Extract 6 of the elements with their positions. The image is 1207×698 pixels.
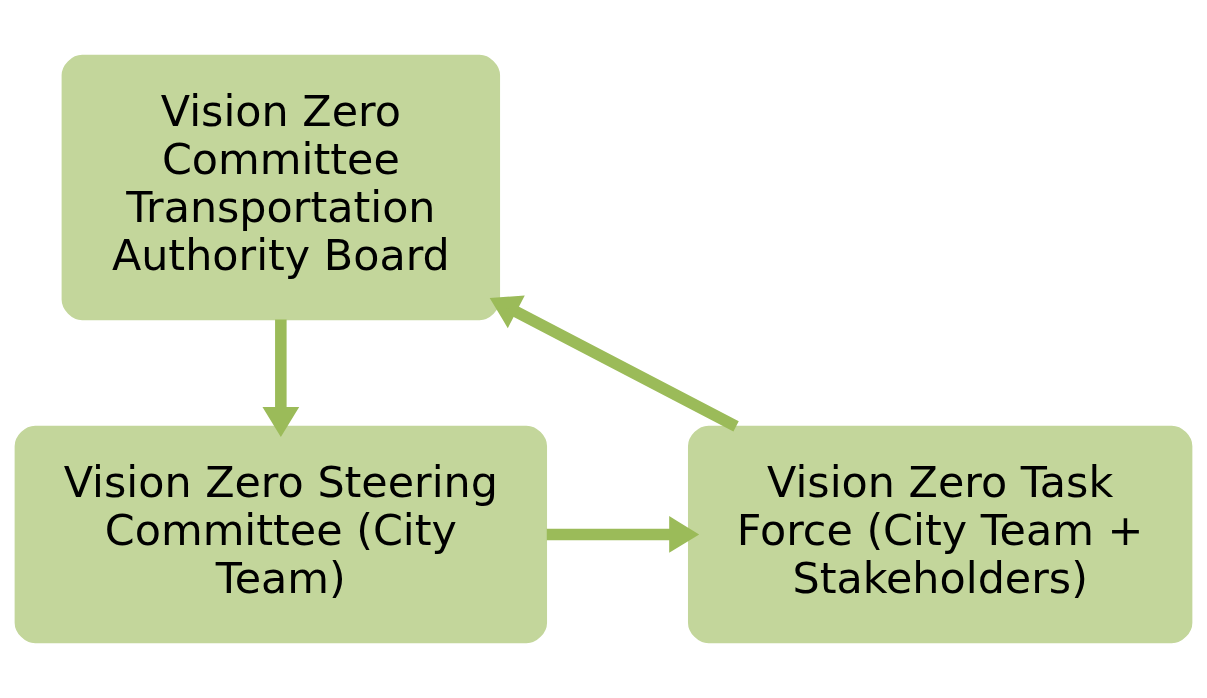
arrow	[546, 516, 700, 553]
node-box: Vision Zero Steering Committee (City Team)	[14, 425, 548, 644]
node-box: Vision Zero Committee Transportation Authority Board	[61, 54, 501, 321]
node-box: Vision Zero Task Force (City Team + Stakeholders)	[687, 425, 1193, 644]
arrow	[489, 295, 739, 432]
arrow	[262, 319, 300, 437]
